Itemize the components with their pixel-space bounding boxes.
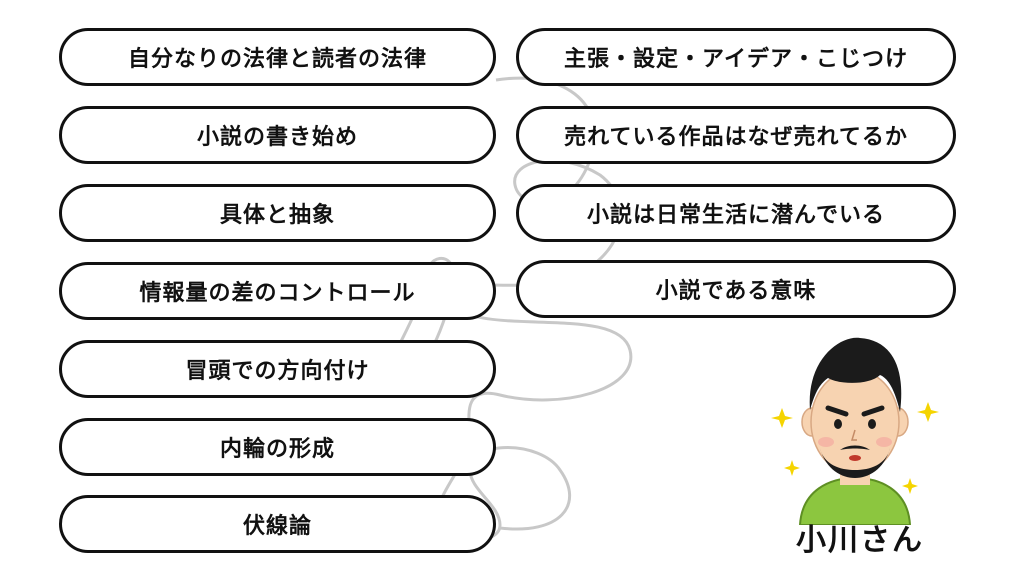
person-illustration <box>771 337 939 525</box>
topic-label: 内輪の形成 <box>219 437 335 462</box>
topic-pill-left-6: 内輪の形成 <box>59 418 496 476</box>
sparkle-icon <box>771 402 939 494</box>
hair <box>809 337 902 412</box>
topic-pill-left-2: 小説の書き始め <box>59 106 496 164</box>
topic-label: 小説は日常生活に潜んでいる <box>587 203 885 228</box>
topic-label: 冒頭での方向付け <box>185 359 370 384</box>
topic-pill-right-4: 小説である意味 <box>516 260 956 318</box>
topic-label: 売れている作品はなぜ売れてるか <box>564 125 908 150</box>
person-name: 小川さん <box>796 523 924 558</box>
topic-pill-left-3: 具体と抽象 <box>59 184 496 242</box>
topic-pill-left-1: 自分なりの法律と読者の法律 <box>59 28 496 86</box>
topic-label: 具体と抽象 <box>219 203 335 228</box>
topic-label: 伏線論 <box>242 514 312 539</box>
topic-label: 情報量の差のコントロール <box>139 281 416 306</box>
topic-pill-left-4: 情報量の差のコントロール <box>59 262 496 320</box>
topic-pill-right-2: 売れている作品はなぜ売れてるか <box>516 106 956 164</box>
beard <box>820 448 890 478</box>
topic-pill-left-7: 伏線論 <box>59 495 496 553</box>
topic-label: 主張・設定・アイデア・こじつけ <box>564 47 908 72</box>
topic-pill-left-5: 冒頭での方向付け <box>59 340 496 398</box>
topic-label: 小説の書き始め <box>196 125 358 150</box>
topic-label: 小説である意味 <box>655 279 817 304</box>
topic-pill-right-3: 小説は日常生活に潜んでいる <box>516 184 956 242</box>
topic-label: 自分なりの法律と読者の法律 <box>127 47 427 72</box>
topic-pill-right-1: 主張・設定・アイデア・こじつけ <box>516 28 956 86</box>
